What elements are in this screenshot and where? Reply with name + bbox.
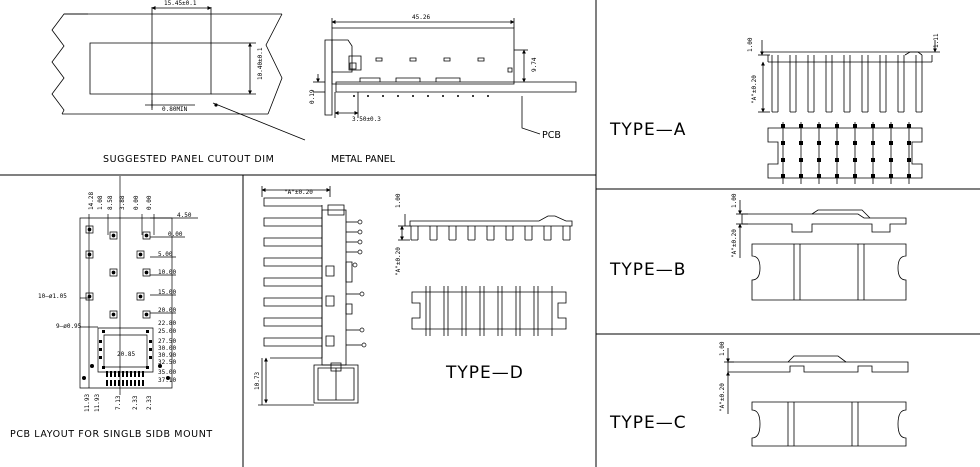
pcb-right-dim: 30.00 [158, 345, 176, 352]
dim-cutout-width: 15.45±0.1 [164, 0, 197, 7]
type-d-pins [353, 220, 366, 347]
type-a-dim-a: "A"±0.20 [751, 75, 758, 104]
dim-side-height: 9.74 [531, 57, 538, 72]
type-b-heatsink-side [736, 200, 906, 258]
pcb-right-dim: 25.00 [158, 328, 176, 335]
pcb-left-dim: 10–ø1.05 [38, 293, 67, 300]
pcb-top-dim: 14.28 [88, 192, 95, 210]
panel-cutout-view [52, 6, 305, 140]
dim-side-thickness: 0.19 [309, 89, 316, 104]
pcb-outline [80, 218, 172, 388]
type-d-dim-h: 10.73 [254, 372, 261, 390]
pcb-bottom-dim: 2.33 [132, 395, 139, 410]
pcb-right-dim: 4.50 [177, 212, 192, 219]
type-d-heatsink-top [398, 214, 572, 241]
pcb-right-dim: 37.10 [158, 377, 176, 384]
type-b-heatsink-bottom [752, 244, 906, 300]
type-c-heatsink-bottom [752, 402, 906, 446]
pcb-bottom-dim: 2.33 [146, 395, 153, 410]
pcb-top-dim: 0.00 [133, 195, 140, 210]
pcb-bottom-dim: 11.93 [94, 394, 101, 412]
pcb-right-dim: 30.90 [158, 352, 176, 359]
type-a-heatsink-side [758, 40, 940, 113]
type-d-dim-1: 1.00 [395, 193, 402, 208]
type-d-label: TYPE—D [445, 363, 524, 383]
pcb-left-dim: 9–ø0.95 [56, 323, 82, 330]
type-c-heatsink-side [724, 348, 908, 414]
type-d-heatsink-bottom [412, 286, 566, 336]
dim-side-length: 45.26 [412, 14, 430, 21]
type-d-heatsink-side [258, 186, 362, 405]
type-a-heatsink-bottom [768, 122, 922, 184]
pcb-top-dims: 14.28 1.08 8.58 3.88 0.00 0.00 [88, 192, 153, 210]
type-b-dim-1: 1.00 [731, 193, 738, 208]
pcb-right-dim: 15.00 [158, 289, 176, 296]
dim-cutout-min: 0.80MIN [162, 106, 188, 113]
pcb-top-dim: 8.58 [107, 195, 114, 210]
label-pcb: PCB [542, 130, 561, 141]
type-b-dim-a: "A"±0.20 [731, 229, 738, 258]
pcb-top-dim: 1.08 [97, 195, 104, 210]
pcb-right-dim: 27.50 [158, 338, 176, 345]
pcb-bottom-dim: 7.13 [115, 395, 122, 410]
pcb-right-dim: 22.80 [158, 320, 176, 327]
pcb-layout-caption: PCB LAYOUT FOR SINGLB SIDB MOUNT [10, 429, 213, 440]
pcb-top-dim: 0.00 [146, 195, 153, 210]
label-metal-panel: METAL PANEL [331, 154, 396, 165]
pcb-right-dims: 4.50 0.00 5.00 10.00 15.00 20.00 22.80 2… [158, 212, 192, 384]
pcb-right-dim: 10.00 [158, 269, 176, 276]
pcb-right-dim: 0.00 [168, 231, 183, 238]
pcb-top-dim: 3.88 [119, 195, 126, 210]
type-c-label: TYPE—C [609, 413, 687, 433]
pcb-layout-drawing [80, 176, 198, 395]
type-b-label: TYPE—B [609, 260, 686, 280]
pcb-right-dim: 20.00 [158, 307, 176, 314]
pcb-right-dim: 35.00 [158, 369, 176, 376]
dim-cutout-height: 10.40±0.1 [257, 47, 264, 80]
pcb-pads [82, 330, 170, 386]
pcb-center-dim: 20.85 [117, 351, 135, 358]
dim-side-offset: 3.50±0.3 [352, 116, 381, 123]
type-d-dim-a: "A"±0.20 [284, 189, 313, 196]
type-a-dim-1: 1.00 [747, 37, 754, 52]
type-a-label: TYPE—A [609, 120, 686, 140]
type-c-dim-1: 1.00 [719, 341, 726, 356]
type-d-dim-a-vert: "A"±0.20 [395, 247, 402, 276]
side-view-drawing [313, 18, 576, 134]
type-c-dim-a: "A"±0.20 [719, 383, 726, 412]
pcb-holes [86, 226, 150, 318]
pcb-right-dim: 5.00 [158, 251, 173, 258]
pcb-bottom-dim: 11.93 [84, 394, 91, 412]
side-view-pins [353, 95, 489, 97]
pcb-board [336, 82, 576, 92]
pcb-right-dim: 32.50 [158, 359, 176, 366]
type-a-dim-r: 1.11 [933, 33, 940, 48]
panel-cutout-caption: SUGGESTED PANEL CUTOUT DIM [103, 154, 274, 165]
pcb-bottom-dims: 11.93 11.93 7.13 2.33 2.33 [84, 394, 153, 412]
cutout-rect [90, 43, 211, 94]
type-a-pins [781, 124, 911, 178]
metal-panel [325, 40, 332, 115]
